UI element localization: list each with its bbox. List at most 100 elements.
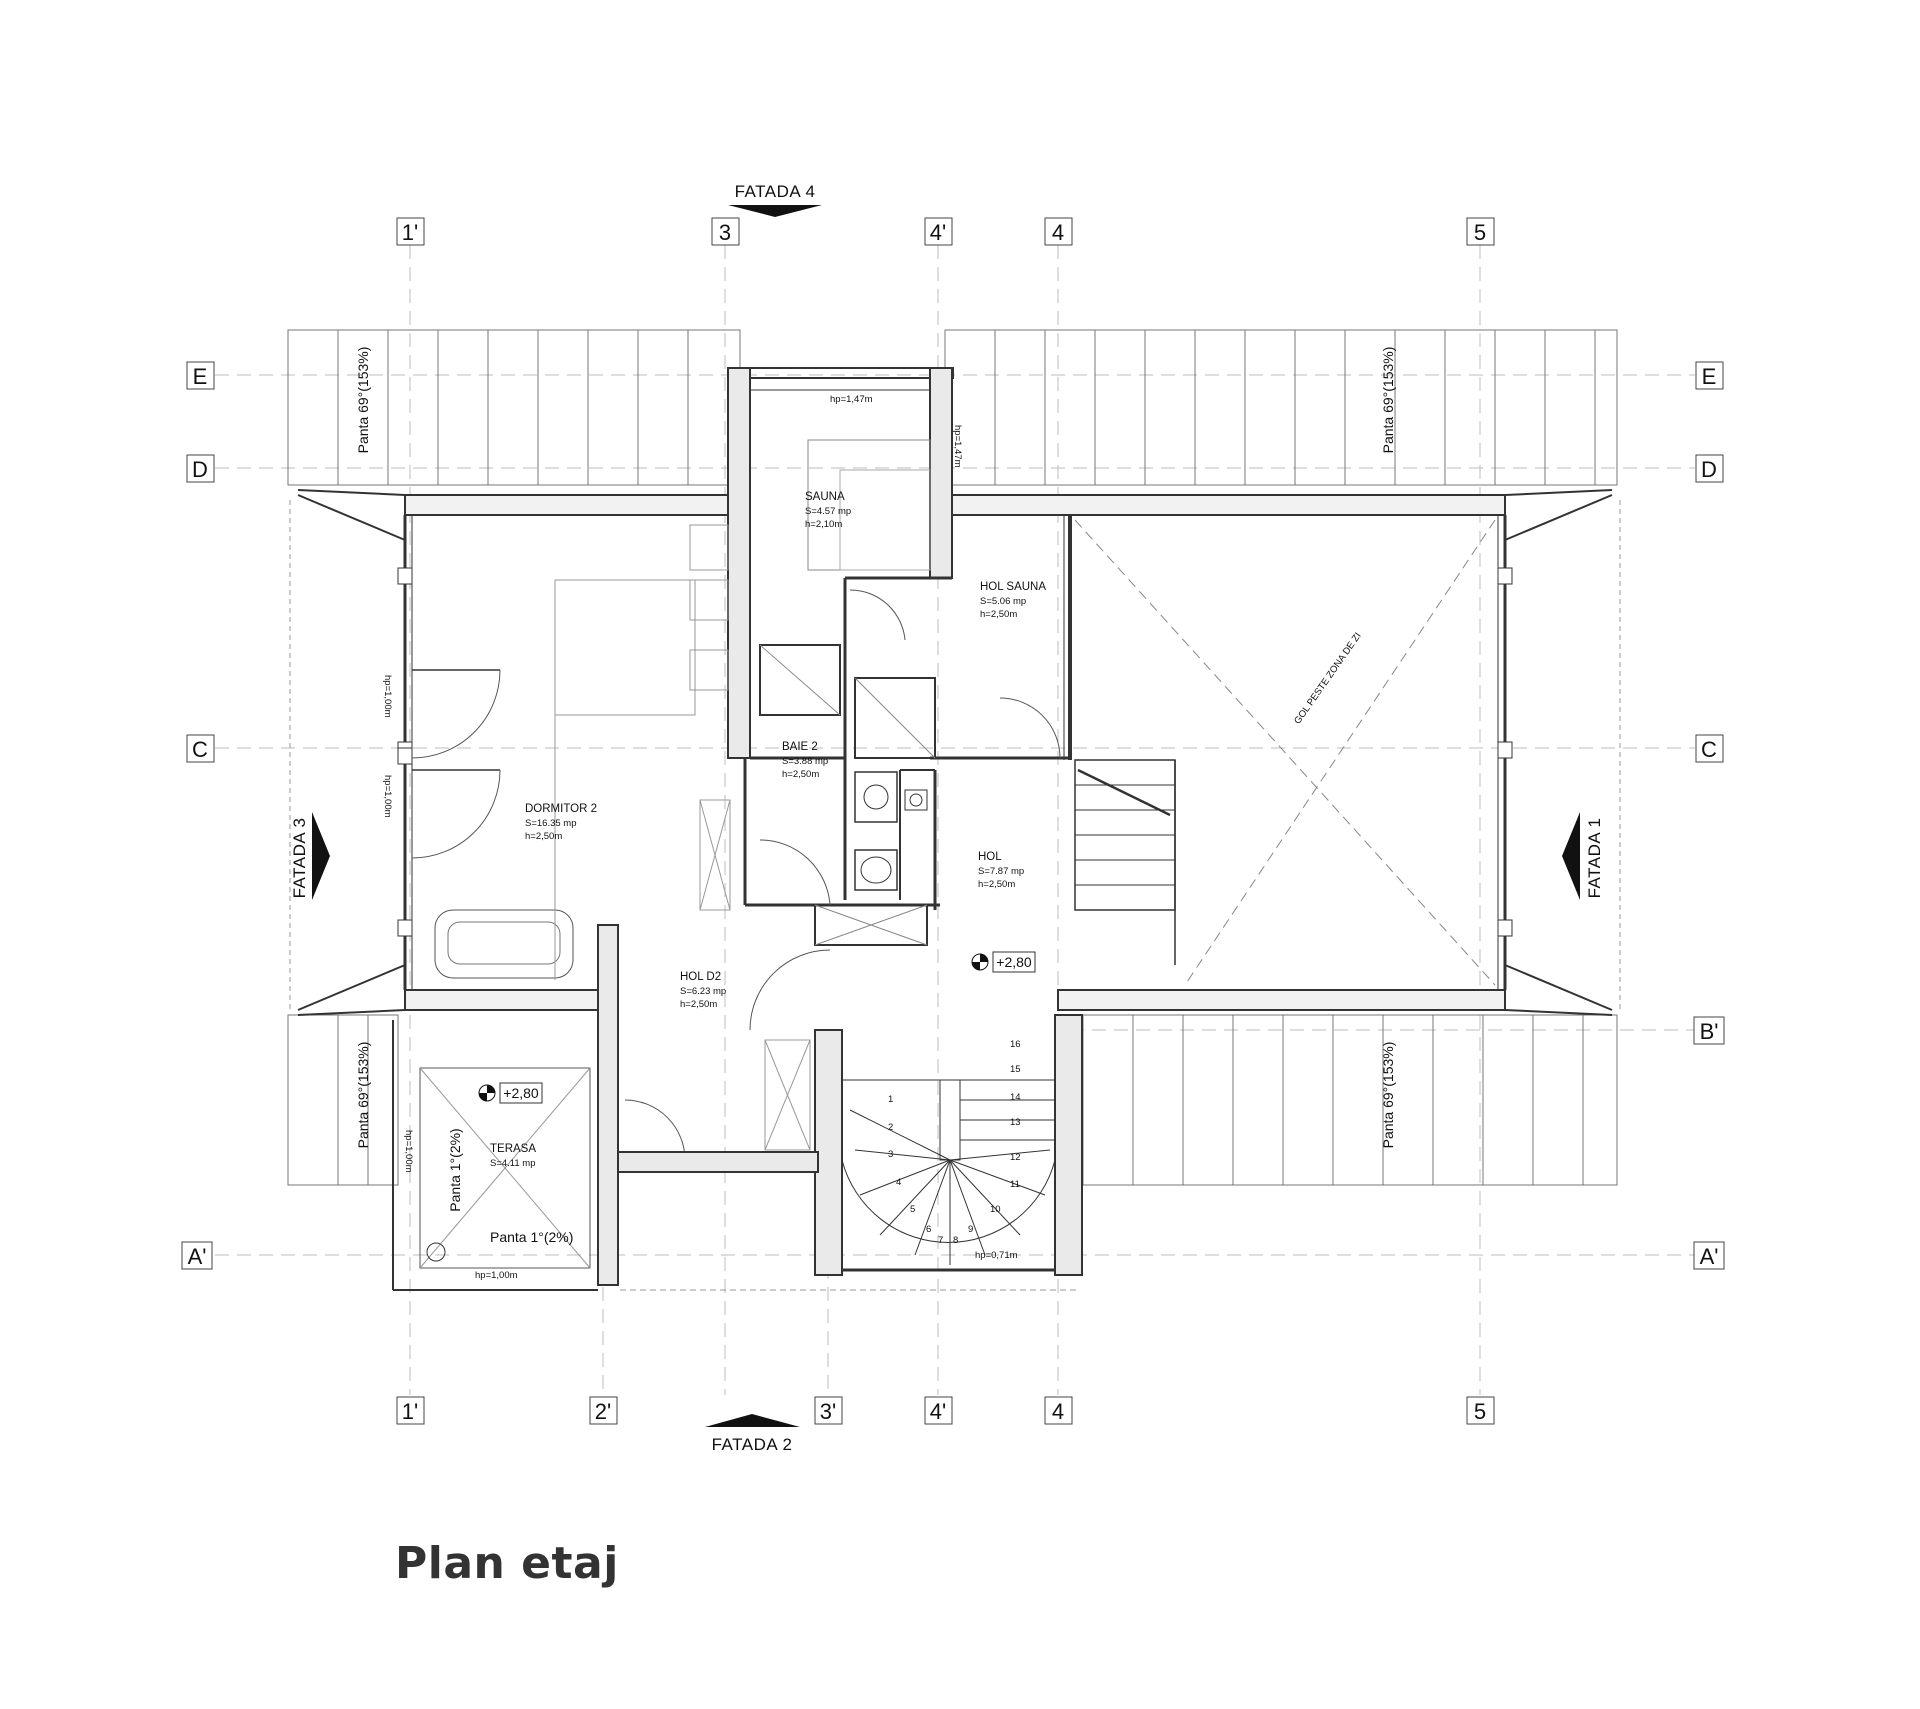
- svg-text:7: 7: [938, 1235, 943, 1246]
- facade-label-left: FATADA 3: [290, 818, 309, 899]
- terrace-slope-label-b: Panta 1°(2%): [490, 1229, 573, 1245]
- elevation-markers: +2,80 +2,80: [478, 951, 1036, 1104]
- right-wall-windows: [1497, 567, 1513, 937]
- door-swings: [411, 589, 1061, 1161]
- svg-text:14: 14: [1010, 1092, 1021, 1103]
- facade-label-bottom: FATADA 2: [712, 1435, 793, 1454]
- roof-band-top-right: [944, 329, 1618, 486]
- axis-label-right-3: C: [1701, 737, 1717, 762]
- wall-bottom-right: [1057, 989, 1506, 1011]
- axis-label-bottom-5: 4: [1052, 1399, 1064, 1424]
- room-height-sauna: h=2,10m: [805, 519, 842, 530]
- wall-bottom-left: [404, 989, 606, 1011]
- axis-label-bottom-6: 5: [1474, 1399, 1486, 1424]
- left-wall-windows: [397, 567, 413, 937]
- axis-label-left-4: A': [188, 1244, 207, 1269]
- room-height-hol-d2: h=2,50m: [680, 999, 717, 1010]
- svg-text:6: 6: [926, 1224, 931, 1235]
- sauna-block: [727, 367, 954, 900]
- roof-slope-label-top-right: Panta 69°(153%): [1380, 347, 1396, 454]
- facade-label-top: FATADA 4: [735, 182, 816, 201]
- svg-text:5: 5: [910, 1204, 915, 1215]
- facade-arrow-top: [728, 205, 822, 217]
- axis-label-top-5: 5: [1474, 220, 1486, 245]
- axis-label-right-5: A': [1700, 1244, 1719, 1269]
- parapet-label-window-1: hp=1,00m: [382, 675, 393, 718]
- interior-walls: [743, 515, 1072, 946]
- axis-label-top-4: 4: [1052, 220, 1064, 245]
- wardrobe: [699, 799, 731, 911]
- axis-lines: [215, 245, 1695, 1395]
- axis-label-top-3: 4': [930, 220, 946, 245]
- parapet-label-window-2: hp=1,00m: [382, 775, 393, 818]
- axis-label-bottom-3: 3': [820, 1399, 836, 1424]
- room-name-sauna: SAUNA: [805, 491, 845, 503]
- axis-label-bottom-1: 1': [402, 1399, 418, 1424]
- elevation-label-terasa: +2,80: [503, 1085, 539, 1101]
- svg-text:13: 13: [1010, 1117, 1021, 1128]
- svg-text:10: 10: [990, 1204, 1001, 1215]
- axis-markers-bottom: 1' 2' 3' 4' 4 5: [396, 1396, 1495, 1425]
- stair-step-numbers: 1 2 3 4 5 6 7 8 9 10 11 12 13 14 15 16: [888, 1039, 1021, 1246]
- room-height-hol-sauna: h=2,50m: [980, 609, 1017, 620]
- room-name-hol: HOL: [978, 851, 1002, 863]
- room-height-baie-2: h=2,50m: [782, 769, 819, 780]
- parapet-label-sauna-top: hp=1,47m: [830, 394, 873, 405]
- facade-markers: FATADA 4 FATADA 2 FATADA 3 FATADA 1: [290, 182, 1604, 1454]
- axis-label-right-2: D: [1701, 457, 1717, 482]
- svg-text:3: 3: [888, 1149, 893, 1160]
- void-label: GOL PESTE ZONA DE ZI: [1292, 631, 1363, 727]
- axis-label-bottom-2: 2': [595, 1399, 611, 1424]
- svg-text:12: 12: [1010, 1152, 1021, 1163]
- svg-text:16: 16: [1010, 1039, 1021, 1050]
- roof-band-top-left-ribs: [337, 330, 689, 485]
- drawing-title: Plan etaj: [395, 1538, 619, 1589]
- roof-band-top-right-ribs: [994, 330, 1596, 485]
- axis-label-left-2: D: [192, 457, 208, 482]
- straight-stair: [1074, 759, 1176, 965]
- axis-markers-top: 1' 3 4' 4 5: [396, 217, 1495, 246]
- axis-label-right-4: B': [1700, 1019, 1719, 1044]
- svg-text:9: 9: [968, 1224, 973, 1235]
- axis-label-top-1: 1': [402, 220, 418, 245]
- facade-arrow-left: [312, 812, 330, 900]
- room-area-baie-2: S=3.88 mp: [782, 756, 828, 767]
- room-area-hol-sauna: S=5.06 mp: [980, 596, 1026, 607]
- elevation-label-hol: +2,80: [996, 954, 1032, 970]
- building-envelope: [289, 489, 1621, 1016]
- axis-label-left-3: C: [192, 737, 208, 762]
- axis-markers-right: E D C B' A': [1693, 361, 1725, 1270]
- parapet-label-terrace-bottom: hp=1,00m: [475, 1270, 518, 1281]
- room-area-terasa: S=4.11 mp: [490, 1158, 536, 1169]
- roof-slope-label-top-left: Panta 69°(153%): [355, 347, 371, 454]
- axis-markers-left: E D C A': [181, 361, 215, 1270]
- parapet-label-stair-window: hp=0,71m: [975, 1250, 1018, 1261]
- roof-slopes: [287, 329, 1618, 1186]
- terrace-walls: [392, 924, 1080, 1291]
- room-height-hol: h=2,50m: [978, 879, 1015, 890]
- svg-text:4: 4: [896, 1177, 901, 1188]
- room-area-hol: S=7.87 mp: [978, 866, 1024, 877]
- spiral-stair-block: [764, 1014, 1083, 1276]
- wall-top-right: [949, 494, 1506, 516]
- svg-text:11: 11: [1010, 1179, 1020, 1190]
- parapet-label-terrace-side: hp=1,00m: [403, 1130, 414, 1173]
- parapet-height-labels: hp=1,47m hp=1,47m hp=1,00m hp=1,00m hp=1…: [382, 394, 1018, 1281]
- room-name-dormitor-2: DORMITOR 2: [525, 803, 597, 815]
- wall-top-left: [404, 494, 741, 516]
- shower-hol-sauna: [854, 677, 936, 759]
- facade-label-right: FATADA 1: [1585, 818, 1604, 899]
- armchair: [434, 909, 574, 979]
- room-labels: SAUNA S=4.57 mp h=2,10m HOL SAUNA S=5.06…: [490, 491, 1046, 1169]
- svg-text:15: 15: [1010, 1064, 1021, 1075]
- room-area-hol-d2: S=6.23 mp: [680, 986, 726, 997]
- bed: [554, 579, 696, 716]
- room-name-terasa: TERASA: [490, 1143, 536, 1155]
- axis-label-left-1: E: [193, 364, 208, 389]
- roof-band-bottom-left-ribs: [337, 1015, 369, 1185]
- roof-slope-label-bottom-right: Panta 69°(153%): [1380, 1042, 1396, 1149]
- toilet: [854, 849, 898, 891]
- room-name-hol-sauna: HOL SAUNA: [980, 581, 1046, 593]
- sink: [854, 771, 898, 823]
